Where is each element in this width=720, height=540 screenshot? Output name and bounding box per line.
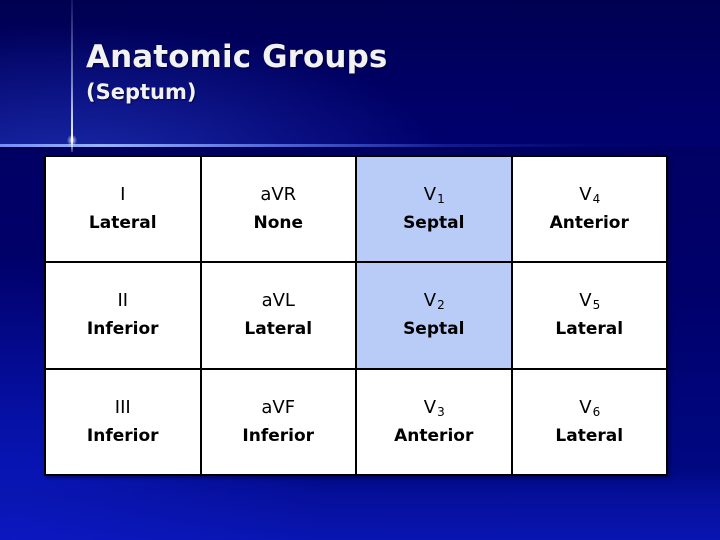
cell-content: V1 Septal bbox=[357, 158, 511, 261]
cell-content: V5 Lateral bbox=[513, 264, 667, 367]
table-cell-lead-III: III Inferior bbox=[44, 367, 202, 477]
lead-subscript: 3 bbox=[437, 404, 445, 419]
lead-subscript: 2 bbox=[437, 298, 445, 313]
table-cell-lead-aVF: aVF Inferior bbox=[199, 367, 357, 477]
table-cell-lead-V6: V6 Lateral bbox=[510, 367, 668, 477]
table-cell-lead-V4: V4 Anterior bbox=[510, 154, 668, 264]
lead-label: V2 bbox=[423, 290, 445, 313]
region-label: Lateral bbox=[244, 319, 313, 340]
page-title: Anatomic Groups bbox=[86, 39, 388, 75]
cell-content: V2 Septal bbox=[357, 264, 511, 367]
table-body: I Lateral aVR None V1 Septal bbox=[44, 154, 668, 477]
table-cell-lead-V3: V3 Anterior bbox=[355, 367, 513, 477]
lead-label: aVF bbox=[261, 396, 296, 418]
region-label: Anterior bbox=[394, 425, 474, 446]
table-cell-lead-V1: V1 Septal bbox=[355, 154, 513, 264]
table-cell-lead-II: II Inferior bbox=[44, 261, 202, 370]
lead-label: III bbox=[114, 396, 131, 418]
lead-label: V1 bbox=[423, 184, 445, 207]
lead-label: V3 bbox=[423, 396, 445, 419]
cell-content: I Lateral bbox=[46, 158, 200, 261]
region-label: Lateral bbox=[555, 319, 624, 340]
lead-label: aVL bbox=[261, 290, 295, 312]
cell-content: II Inferior bbox=[46, 264, 200, 367]
region-label: Lateral bbox=[555, 425, 624, 446]
region-label: None bbox=[253, 213, 304, 234]
region-label: Septal bbox=[403, 319, 465, 340]
table-cell-lead-aVR: aVR None bbox=[199, 154, 357, 264]
horizontal-divider-shadow bbox=[0, 147, 720, 149]
lead-subscript: 6 bbox=[592, 404, 601, 419]
table-cell-lead-V2: V2 Septal bbox=[355, 261, 513, 370]
horizontal-divider-line bbox=[0, 144, 720, 147]
table-cell-lead-aVL: aVL Lateral bbox=[199, 261, 357, 370]
table-cell-lead-V5: V5 Lateral bbox=[510, 261, 668, 370]
lead-label: aVR bbox=[260, 184, 297, 206]
table-row: I Lateral aVR None V1 Septal bbox=[44, 154, 668, 264]
table-cell-lead-I: I Lateral bbox=[44, 154, 202, 264]
cell-content: III Inferior bbox=[46, 370, 200, 473]
cell-content: aVF Inferior bbox=[202, 370, 356, 473]
region-label: Lateral bbox=[88, 213, 157, 234]
title-block: Anatomic Groups (Septum) bbox=[86, 40, 686, 105]
background-upper-panel bbox=[0, 0, 720, 146]
lead-label: II bbox=[117, 290, 129, 312]
cell-content: aVL Lateral bbox=[202, 264, 356, 367]
region-label: Anterior bbox=[549, 213, 629, 234]
accent-line-crossing-glow bbox=[66, 132, 78, 146]
cell-content: V6 Lateral bbox=[513, 370, 667, 473]
page-subtitle: (Septum) bbox=[86, 79, 197, 104]
cell-content: V4 Anterior bbox=[513, 158, 667, 261]
background-bottom-glow bbox=[0, 470, 720, 540]
table-row: II Inferior aVL Lateral V2 Septal bbox=[44, 261, 668, 370]
cell-content: aVR None bbox=[202, 158, 356, 261]
lead-subscript: 4 bbox=[592, 192, 601, 207]
region-label: Inferior bbox=[242, 425, 315, 446]
region-label: Septal bbox=[403, 213, 465, 234]
lead-subscript: 5 bbox=[592, 298, 601, 313]
region-label: Inferior bbox=[86, 425, 159, 446]
lead-label: V6 bbox=[579, 396, 601, 419]
cell-content: V3 Anterior bbox=[357, 370, 511, 473]
vertical-accent-line bbox=[71, 0, 73, 152]
lead-subscript: 1 bbox=[437, 192, 445, 207]
ecg-lead-anatomic-groups-table: I Lateral aVR None V1 Septal bbox=[44, 154, 668, 477]
lead-label: V5 bbox=[579, 290, 601, 313]
region-label: Inferior bbox=[86, 319, 159, 340]
lead-label: V4 bbox=[579, 184, 601, 207]
table-row: III Inferior aVF Inferior V3 Anterior bbox=[44, 367, 668, 477]
lead-label: I bbox=[120, 184, 126, 206]
